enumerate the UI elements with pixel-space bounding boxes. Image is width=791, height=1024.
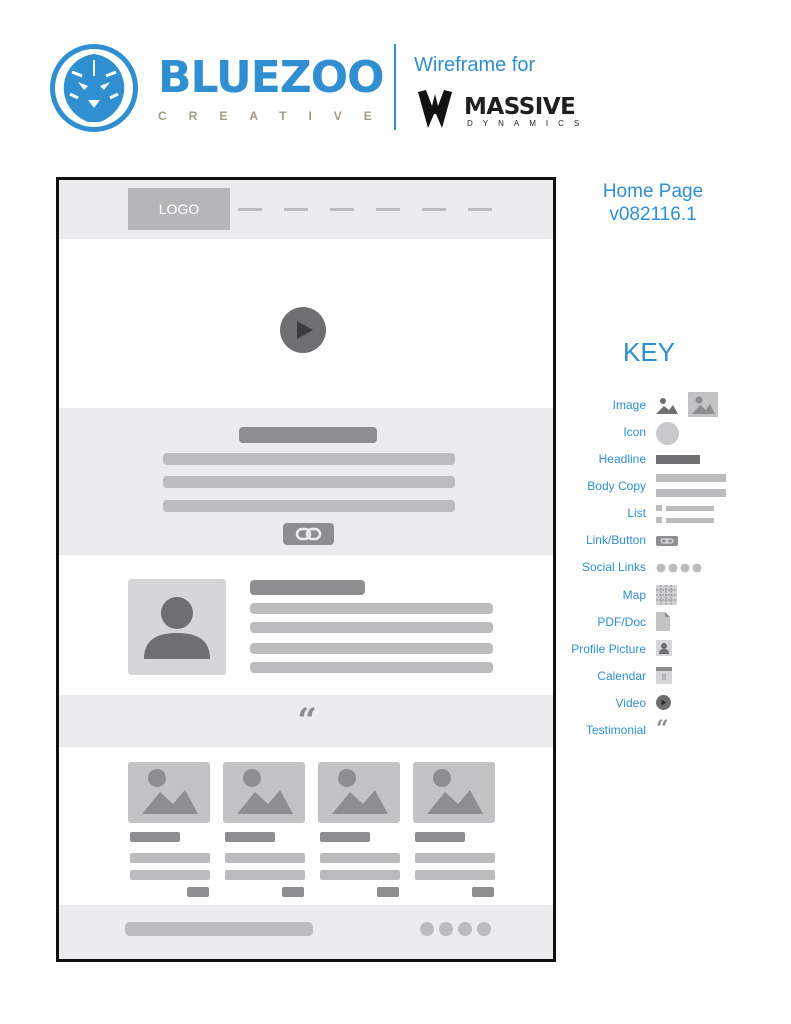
card-link-button[interactable] bbox=[282, 887, 304, 897]
key-label-calendar: Calendar bbox=[597, 669, 646, 683]
card-headline bbox=[225, 832, 275, 842]
key-label-link-button: Link/Button bbox=[585, 533, 646, 547]
nav-item[interactable] bbox=[422, 208, 446, 211]
brand-subtitle: CREATIVE bbox=[158, 109, 394, 123]
key-label-social-links: Social Links bbox=[581, 560, 646, 574]
document-icon bbox=[656, 612, 670, 631]
body-copy-line bbox=[250, 662, 493, 673]
key-label-testimonial: Testimonial bbox=[585, 723, 646, 737]
profile-picture-icon bbox=[656, 640, 672, 656]
body-copy-line bbox=[163, 476, 455, 488]
nav-item[interactable] bbox=[238, 208, 262, 211]
header-divider bbox=[394, 44, 396, 130]
link-button-icon bbox=[656, 536, 678, 546]
card bbox=[318, 762, 400, 902]
nav-item[interactable] bbox=[330, 208, 354, 211]
image-icon bbox=[318, 762, 400, 823]
card-copy-line bbox=[415, 853, 495, 863]
nav-item[interactable] bbox=[284, 208, 308, 211]
client-name: MASSIVE bbox=[464, 94, 576, 120]
body-copy-line bbox=[163, 500, 455, 512]
testimonial-quote-icon: “ bbox=[656, 716, 669, 742]
wireframe-for-label: Wireframe for bbox=[414, 54, 536, 76]
page-title: Home Page v082116.1 bbox=[574, 180, 732, 226]
key-label-video: Video bbox=[615, 696, 646, 710]
page-name: Home Page bbox=[602, 181, 704, 202]
link-icon bbox=[295, 527, 322, 541]
card-copy-line bbox=[415, 870, 495, 880]
brand-name: BLUEZOO bbox=[158, 52, 385, 103]
card-headline bbox=[415, 832, 465, 842]
video-play-icon bbox=[656, 695, 671, 710]
headline-bar-icon bbox=[656, 455, 700, 464]
image-icon bbox=[656, 398, 678, 414]
key-label-map: Map bbox=[622, 588, 646, 602]
headline-placeholder bbox=[239, 427, 377, 443]
nav-item[interactable] bbox=[468, 208, 492, 211]
card bbox=[128, 762, 210, 902]
key-label-image: Image bbox=[612, 398, 646, 412]
image-icon bbox=[128, 762, 210, 823]
image-icon bbox=[223, 762, 305, 823]
footer-text-bar bbox=[125, 922, 313, 936]
card-copy-line bbox=[225, 853, 305, 863]
card-copy-line bbox=[225, 870, 305, 880]
logo-placeholder[interactable]: LOGO bbox=[128, 188, 230, 230]
trademark-mark: ™ bbox=[358, 60, 366, 69]
client-subtitle: DYNAMICS bbox=[467, 119, 590, 128]
card-copy-line bbox=[130, 853, 210, 863]
testimonial-quote-icon: “ bbox=[297, 701, 317, 741]
card-copy-line bbox=[320, 870, 400, 880]
card bbox=[223, 762, 305, 902]
card-copy-line bbox=[320, 853, 400, 863]
intro-section bbox=[59, 408, 553, 555]
nav-item[interactable] bbox=[376, 208, 400, 211]
image-icon bbox=[688, 392, 718, 417]
massive-dynamics-logo-icon bbox=[418, 90, 452, 128]
calendar-day: 8 bbox=[661, 673, 667, 682]
card-headline bbox=[130, 832, 180, 842]
circle-icon bbox=[656, 422, 679, 445]
image-icon bbox=[413, 762, 495, 823]
key-label-pdf-doc: PDF/Doc bbox=[597, 615, 646, 629]
body-copy-icon bbox=[656, 474, 726, 497]
wireframe-frame: LOGO “ bbox=[56, 177, 556, 962]
calendar-header bbox=[656, 667, 672, 671]
calendar-icon: 8 bbox=[656, 667, 672, 684]
card-link-button[interactable] bbox=[472, 887, 494, 897]
link-button[interactable] bbox=[283, 523, 334, 545]
profile-headline bbox=[250, 580, 365, 595]
body-copy-line bbox=[163, 453, 455, 465]
testimonial-section: “ bbox=[59, 695, 553, 747]
card-headline bbox=[320, 832, 370, 842]
video-play-icon[interactable] bbox=[280, 307, 326, 353]
social-links-icon bbox=[656, 563, 702, 573]
page-version: v082116.1 bbox=[609, 204, 697, 225]
profile-picture-icon bbox=[128, 579, 226, 675]
list-icon bbox=[656, 505, 714, 523]
card-copy-line bbox=[130, 870, 210, 880]
key-label-profile-picture: Profile Picture bbox=[571, 642, 646, 656]
key-label-list: List bbox=[627, 506, 646, 520]
card-link-button[interactable] bbox=[187, 887, 209, 897]
map-icon bbox=[656, 585, 677, 605]
card bbox=[413, 762, 495, 902]
key-label-icon: Icon bbox=[623, 425, 646, 439]
key-label-headline: Headline bbox=[598, 452, 646, 466]
lion-logo-icon bbox=[50, 44, 138, 132]
card-link-button[interactable] bbox=[377, 887, 399, 897]
nav-bar: LOGO bbox=[59, 180, 553, 239]
key-label-body-copy: Body Copy bbox=[587, 479, 646, 493]
body-copy-line bbox=[250, 603, 493, 614]
body-copy-line bbox=[250, 622, 493, 633]
social-links-icon[interactable] bbox=[420, 921, 494, 937]
body-copy-line bbox=[250, 643, 493, 654]
footer bbox=[59, 905, 553, 959]
key-title: KEY bbox=[622, 337, 676, 367]
